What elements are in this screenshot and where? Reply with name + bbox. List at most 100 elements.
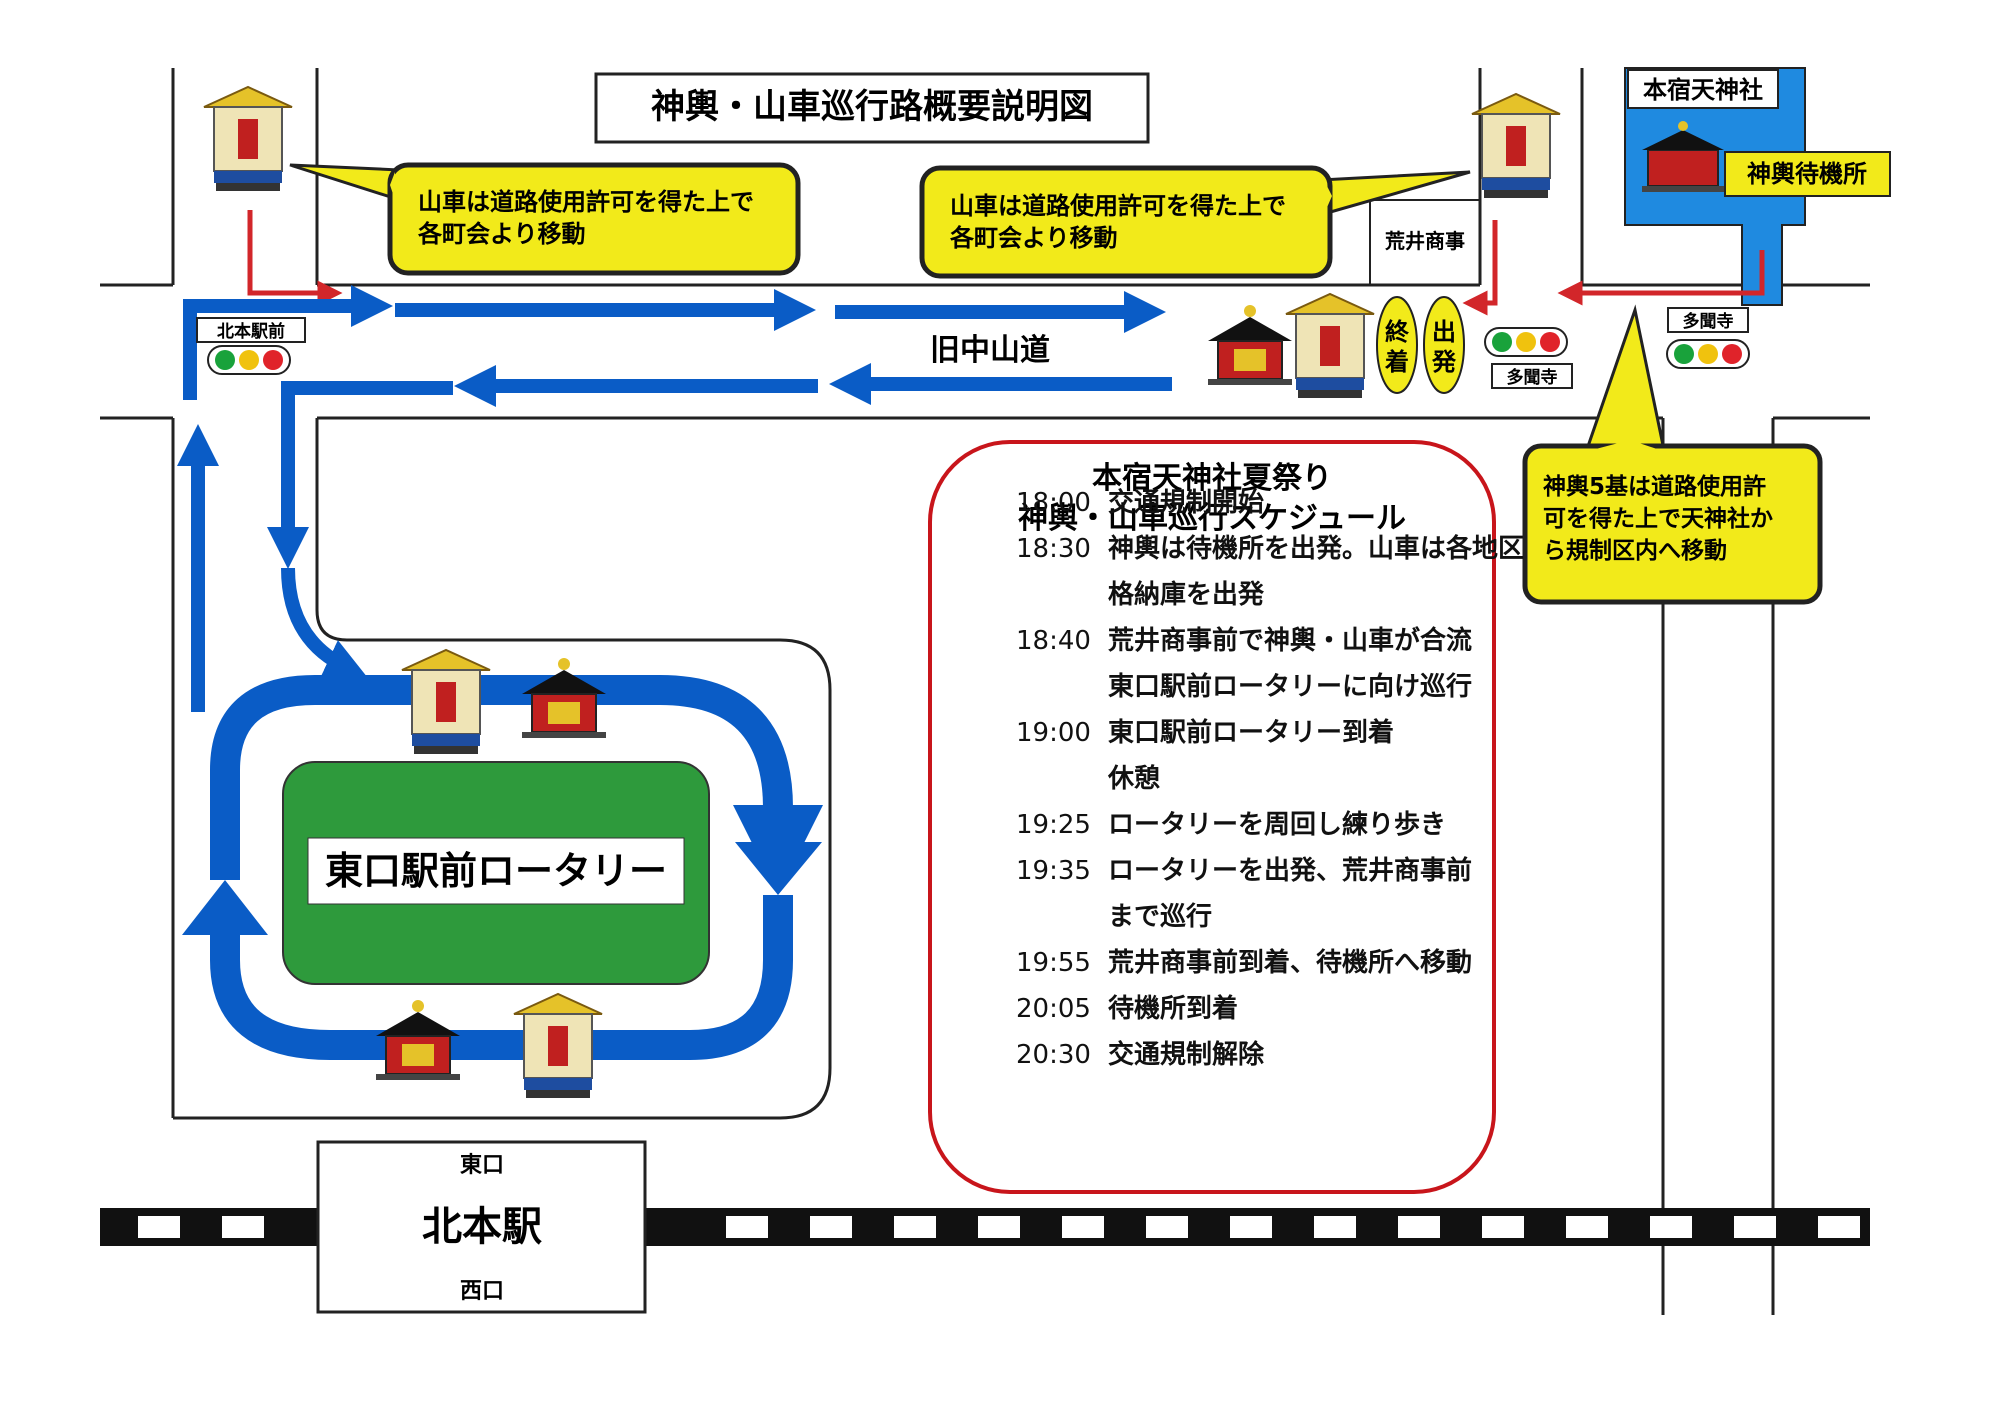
svg-text:終: 終 bbox=[1385, 318, 1410, 346]
railway-tie bbox=[1398, 1216, 1440, 1238]
railway-tie bbox=[1734, 1216, 1776, 1238]
railway-tie bbox=[222, 1216, 264, 1238]
schedule-time: 18:30 bbox=[1016, 534, 1091, 564]
shrine-name-box bbox=[1627, 69, 1779, 109]
dashi-icon bbox=[401, 648, 491, 754]
schedule-text: 東口駅前ロータリー到着 bbox=[1108, 718, 1395, 748]
waiting-area-label: 神輿待機所 bbox=[1747, 160, 1867, 188]
svg-text:着: 着 bbox=[1385, 348, 1409, 376]
railway-tie bbox=[1314, 1216, 1356, 1238]
schedule-text: 交通規制解除 bbox=[1108, 1040, 1265, 1070]
railway-tie bbox=[894, 1216, 936, 1238]
callout-left: 山車は道路使用許可を得た上で 各町会より移動 bbox=[289, 162, 801, 276]
dashi-icon bbox=[1471, 92, 1561, 198]
schedule-text: ロータリーを周回し練り歩き bbox=[1108, 810, 1447, 840]
kitamoto-ekimae-label: 北本駅前 bbox=[217, 321, 285, 342]
schedule-row: 19:55 荒井商事前到着、待機所へ移動 bbox=[1016, 940, 1576, 986]
schedule-row: 19:00 東口駅前ロータリー到着 bbox=[1016, 710, 1576, 756]
access-arrows bbox=[247, 210, 1765, 316]
schedule-time: 19:25 bbox=[1016, 810, 1091, 840]
traffic-signal-kitamoto bbox=[207, 345, 291, 375]
railway-tie bbox=[138, 1216, 180, 1238]
callout-left-line-1: 山車は道路使用許可を得た上で bbox=[418, 188, 754, 216]
schedule-text: 神輿は待機所を出発。山車は各地区 bbox=[1108, 534, 1525, 564]
traffic-signal-tamonji-2 bbox=[1666, 339, 1750, 369]
schedule-time: 18:40 bbox=[1016, 626, 1091, 656]
svg-text:出: 出 bbox=[1432, 318, 1456, 346]
tamonji-2-box bbox=[1667, 307, 1749, 333]
schedule-time: 19:35 bbox=[1016, 856, 1091, 886]
callout-mikoshi-line-2: 可を得た上で天神社か bbox=[1543, 505, 1773, 532]
callout-left-line-2: 各町会より移動 bbox=[417, 220, 586, 248]
schedule-row: 休憩 bbox=[1016, 756, 1576, 802]
route-down bbox=[281, 567, 368, 679]
railway-tie bbox=[810, 1216, 852, 1238]
station-box bbox=[316, 1140, 647, 1314]
route-out-1 bbox=[183, 285, 393, 400]
schedule-time: 20:05 bbox=[1016, 994, 1091, 1024]
rotary-arrow-up bbox=[182, 880, 268, 935]
railway-tie bbox=[1146, 1216, 1188, 1238]
schedule-row: 19:25 ロータリーを周回し練り歩き bbox=[1016, 802, 1576, 848]
schedule-time: 19:00 bbox=[1016, 718, 1091, 748]
station-name: 北本駅 bbox=[422, 1204, 542, 1250]
callout-right-line-2: 各町会より移動 bbox=[949, 224, 1118, 252]
schedule-time bbox=[1016, 756, 1094, 802]
schedule-title-1: 本宿天神社夏祭り bbox=[1092, 461, 1332, 496]
callout-mikoshi-line-1: 神輿5基は道路使用許 bbox=[1543, 473, 1766, 500]
dashi-icon bbox=[203, 85, 293, 191]
schedule-box bbox=[928, 440, 1496, 1194]
schedule-text: 交通規制開始 bbox=[1108, 488, 1265, 518]
shrine-name: 本宿天神社 bbox=[1643, 76, 1763, 104]
tamonji-1-label: 多聞寺 bbox=[1507, 367, 1558, 388]
schedule-text: ロータリーを出発、荒井商事前 bbox=[1108, 856, 1473, 886]
schedule-time bbox=[1016, 572, 1094, 618]
schedule-text: 荒井商事前到着、待機所へ移動 bbox=[1108, 948, 1473, 978]
railway-tie bbox=[1482, 1216, 1524, 1238]
railway-tie bbox=[1566, 1216, 1608, 1238]
schedule-time: 20:30 bbox=[1016, 1040, 1091, 1070]
station-west-exit: 西口 bbox=[460, 1279, 504, 1304]
railway-tie bbox=[1062, 1216, 1104, 1238]
railway-tie bbox=[1818, 1216, 1860, 1238]
schedule-row: 19:35 ロータリーを出発、荒井商事前 bbox=[1016, 848, 1576, 894]
schedule-time bbox=[1016, 894, 1094, 940]
arai-store-label: 荒井商事 bbox=[1385, 229, 1465, 253]
dashi-icon bbox=[1285, 292, 1375, 398]
schedule-time bbox=[1016, 664, 1094, 710]
rotary-arrow-down bbox=[735, 842, 822, 895]
railway-tie bbox=[726, 1216, 768, 1238]
railway-tie bbox=[1230, 1216, 1272, 1238]
callout-right: 山車は道路使用許可を得た上で 各町会より移動 bbox=[919, 165, 1471, 279]
dashi-icon bbox=[513, 992, 603, 1098]
schedule-title-2: 神輿・山車巡行スケジュール bbox=[1018, 501, 1406, 536]
mikoshi-icon bbox=[522, 658, 606, 738]
schedule-row: 18:30 神輿は待機所を出発。山車は各地区 bbox=[1016, 526, 1576, 572]
schedule-row: 東口駅前ロータリーに向け巡行 bbox=[1016, 664, 1576, 710]
kitamoto-ekimae-box bbox=[196, 317, 306, 343]
tamonji-2-label: 多聞寺 bbox=[1683, 311, 1734, 332]
rotary-loop bbox=[210, 675, 823, 1060]
railway-tie bbox=[1650, 1216, 1692, 1238]
mikoshi-icon bbox=[1208, 305, 1292, 385]
schedule-time: 19:55 bbox=[1016, 948, 1091, 978]
station-east-exit: 東口 bbox=[460, 1153, 504, 1178]
traffic-signal-tamonji-1 bbox=[1484, 327, 1568, 357]
mikoshi-icon bbox=[1642, 121, 1724, 192]
waiting-area-box bbox=[1724, 151, 1891, 197]
schedule-text: 休憩 bbox=[1108, 764, 1161, 794]
route-arrows bbox=[177, 285, 1172, 712]
tamonji-1-box bbox=[1491, 363, 1573, 389]
schedule-row: まで巡行 bbox=[1016, 894, 1576, 940]
route-back-3 bbox=[267, 381, 453, 569]
schedule-text: 東口駅前ロータリーに向け巡行 bbox=[1108, 672, 1473, 702]
schedule-row: 20:30 交通規制解除 bbox=[1016, 1032, 1576, 1078]
callout-mikoshi-line-3: ら規制区内へ移動 bbox=[1543, 538, 1727, 564]
railway-tie bbox=[978, 1216, 1020, 1238]
svg-text:発: 発 bbox=[1431, 348, 1457, 376]
callout-mikoshi: 神輿5基は道路使用許 可を得た上で天神社か ら規制区内へ移動 bbox=[1522, 304, 1823, 605]
